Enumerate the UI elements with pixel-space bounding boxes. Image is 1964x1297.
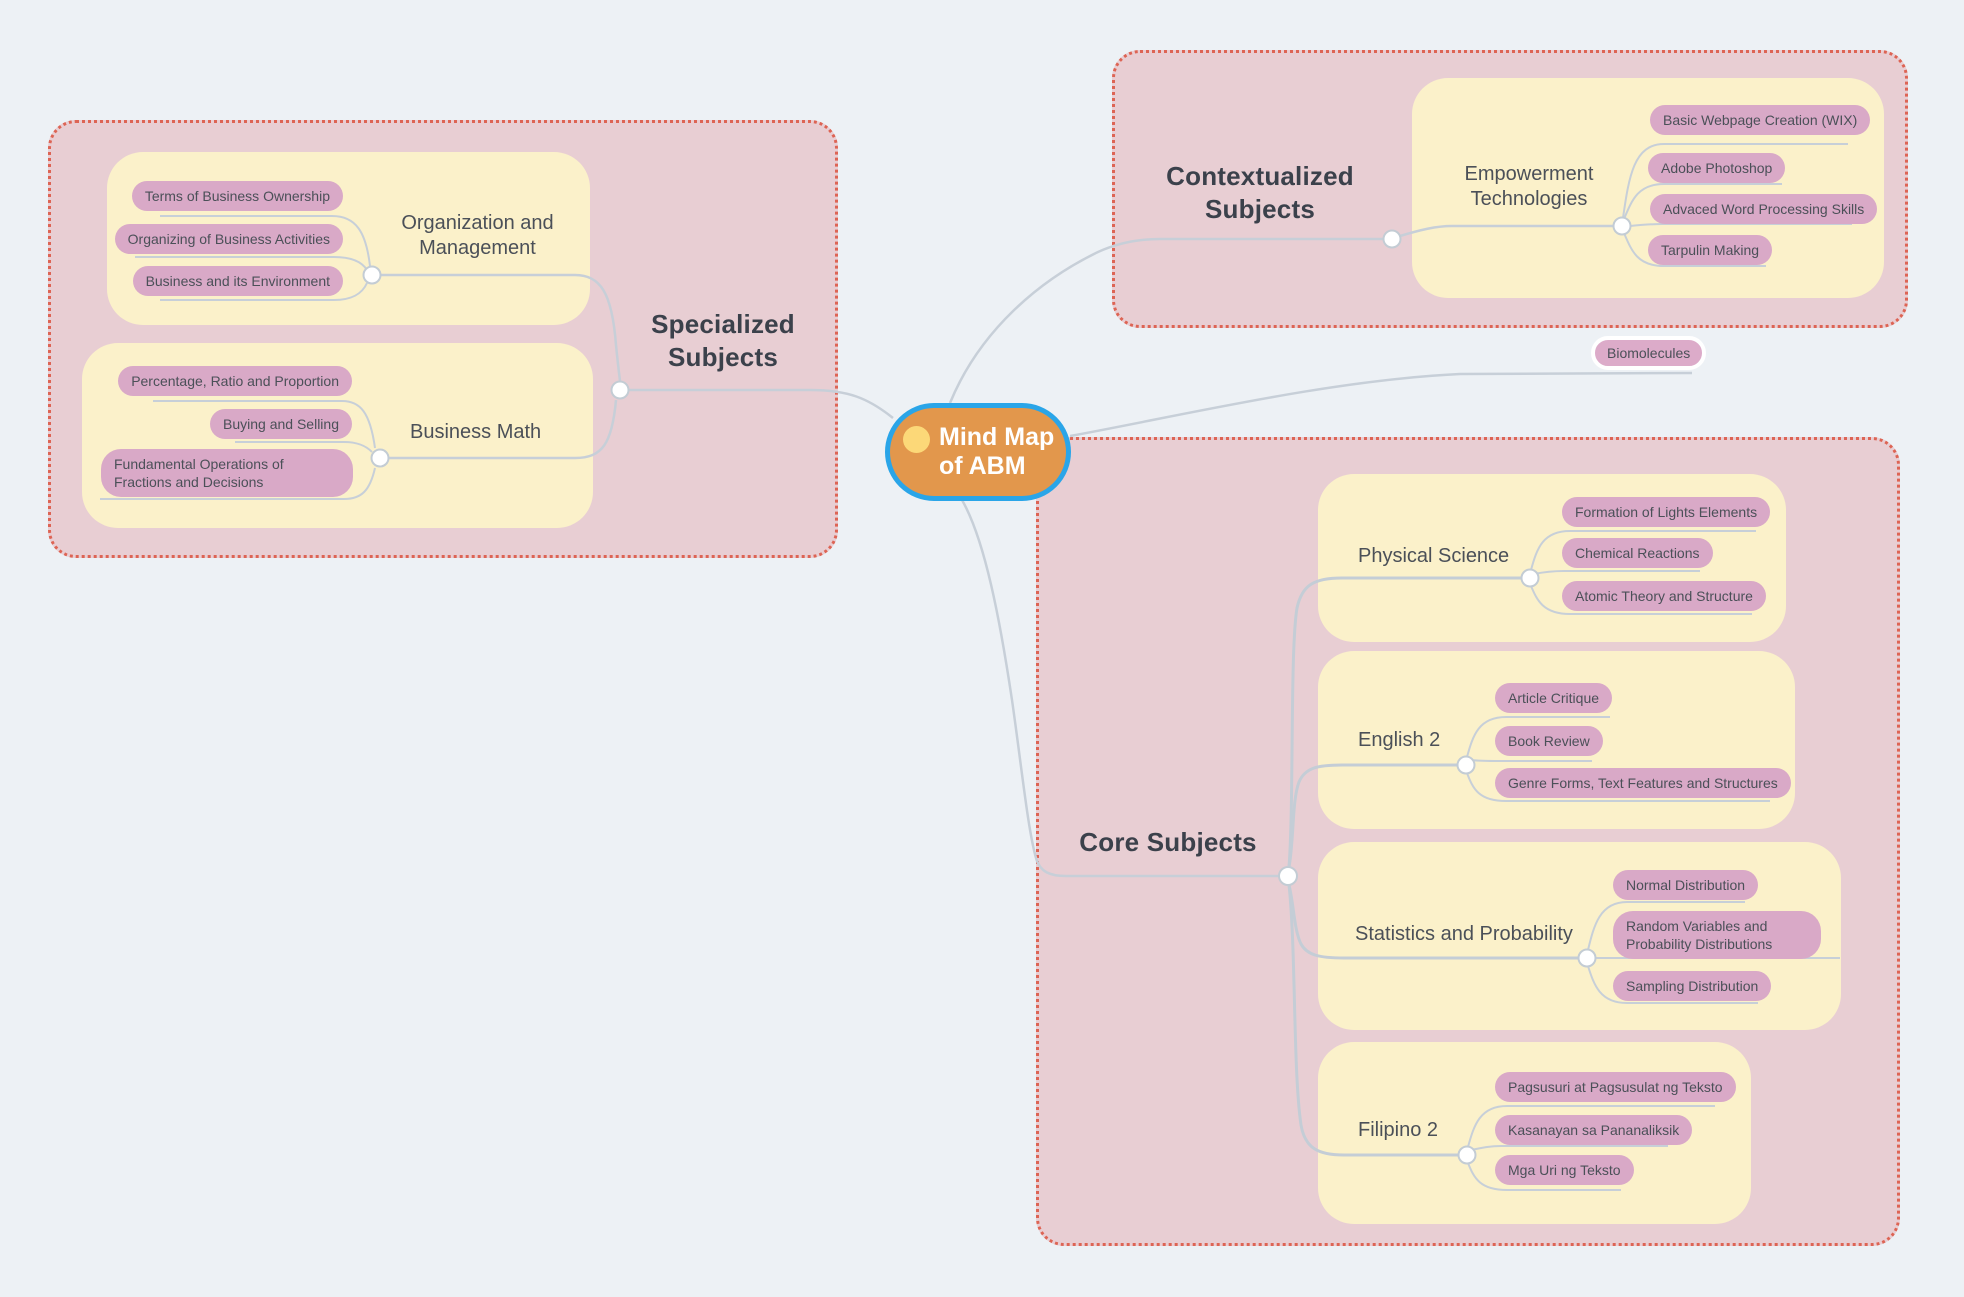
- subtopic-normal-distribution[interactable]: Normal Distribution: [1613, 870, 1759, 901]
- topic-business-math[interactable]: Business Math: [410, 421, 542, 443]
- subtopic-organizing-of-business-activities[interactable]: Organizing of Business Activities: [114, 224, 343, 255]
- subtopic-business-and-its-environment[interactable]: Business and its Environment: [132, 266, 343, 297]
- subtopic-kasanayan-sa-pananaliksik[interactable]: Kasanayan sa Pananaliksik: [1495, 1115, 1693, 1146]
- topic-english-2[interactable]: English 2: [1358, 729, 1441, 751]
- subtopic-genre-forms-text-features-and-structures[interactable]: Genre Forms, Text Features and Structure…: [1495, 768, 1791, 799]
- subtopic-buying-and-selling[interactable]: Buying and Selling: [210, 409, 352, 440]
- subtopic-random-variables-and-probability-distributions[interactable]: Random Variables and Probability Distrib…: [1613, 911, 1821, 960]
- root-node[interactable]: Mind Map of ABM: [885, 403, 1071, 501]
- subtopic-basic-webpage-creation-wix[interactable]: Basic Webpage Creation (WIX): [1650, 105, 1871, 136]
- subtopic-mga-uri-ng-teksto[interactable]: Mga Uri ng Teksto: [1495, 1155, 1634, 1186]
- topic-empowerment-technologies[interactable]: Empowerment Technologies: [1464, 163, 1594, 210]
- topic-filipino-2[interactable]: Filipino 2: [1358, 1119, 1439, 1141]
- subtopic-chemical-reactions[interactable]: Chemical Reactions: [1562, 538, 1713, 569]
- root-node-label: Mind Map of ABM: [939, 422, 1055, 481]
- subtopic-pagsusuri-at-pagsusulat-ng-teksto[interactable]: Pagsusuri at Pagsusulat ng Teksto: [1495, 1072, 1736, 1103]
- topic-organization-and-management[interactable]: Organization and Management: [401, 212, 554, 259]
- section-label-core-subjects[interactable]: Core Subjects: [1079, 827, 1257, 857]
- topic-physical-science[interactable]: Physical Science: [1358, 545, 1510, 567]
- subtopic-percentage-ratio-and-proportion[interactable]: Percentage, Ratio and Proportion: [118, 366, 352, 397]
- subtopic-tarpulin-making[interactable]: Tarpulin Making: [1648, 235, 1773, 266]
- subtopic-article-critique[interactable]: Article Critique: [1495, 683, 1613, 714]
- floating-topic-biomolecules[interactable]: Biomolecules: [1591, 336, 1707, 371]
- subtopic-fundamental-operations-of-fractions-and-decisions[interactable]: Fundamental Operations of Fractions and …: [101, 449, 353, 498]
- subtopic-advaced-word-processing-skills[interactable]: Advaced Word Processing Skills: [1650, 194, 1878, 225]
- subtopic-atomic-theory-and-structure[interactable]: Atomic Theory and Structure: [1562, 581, 1766, 612]
- subtopic-sampling-distribution[interactable]: Sampling Distribution: [1613, 971, 1772, 1002]
- subtopic-formation-of-lights-elements[interactable]: Formation of Lights Elements: [1562, 497, 1771, 528]
- topic-statistics-and-probability[interactable]: Statistics and Probability: [1355, 923, 1573, 945]
- subtopic-adobe-photoshop[interactable]: Adobe Photoshop: [1648, 153, 1786, 184]
- yellow-dot-icon: [903, 426, 930, 453]
- subtopic-book-review[interactable]: Book Review: [1495, 726, 1603, 757]
- section-label-specialized-subjects[interactable]: Specialized Subjects: [651, 309, 795, 372]
- subtopic-terms-of-business-ownership[interactable]: Terms of Business Ownership: [131, 181, 343, 212]
- section-label-contextualized-subjects[interactable]: Contextualized Subjects: [1166, 161, 1354, 224]
